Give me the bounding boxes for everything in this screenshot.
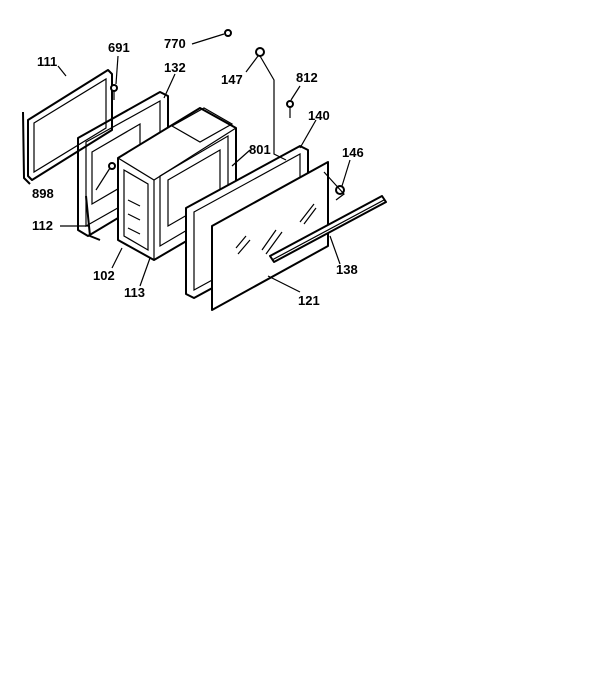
leader-lines (57, 33, 351, 293)
label-801: 801 (249, 142, 271, 157)
label-112: 112 (32, 218, 53, 233)
label-111: 111 (37, 54, 57, 69)
label-113: 113 (124, 285, 145, 300)
label-102: 102 (93, 268, 115, 283)
label-132: 132 (164, 60, 186, 75)
part-138-trim-strip (269, 195, 387, 263)
part-111-gasket (22, 69, 113, 185)
label-138: 138 (336, 262, 358, 277)
label-121: 121 (298, 293, 320, 308)
label-146: 146 (342, 145, 364, 160)
label-140: 140 (308, 108, 330, 123)
label-812: 812 (296, 70, 318, 85)
label-691: 691 (108, 40, 130, 55)
part-labels: 111 691 132 770 147 812 140 801 146 898 … (32, 36, 364, 308)
part-121-glass (211, 161, 329, 311)
label-898: 898 (32, 186, 54, 201)
label-770: 770 (164, 36, 186, 51)
part-112-bracket (85, 195, 101, 241)
label-147: 147 (221, 72, 243, 87)
